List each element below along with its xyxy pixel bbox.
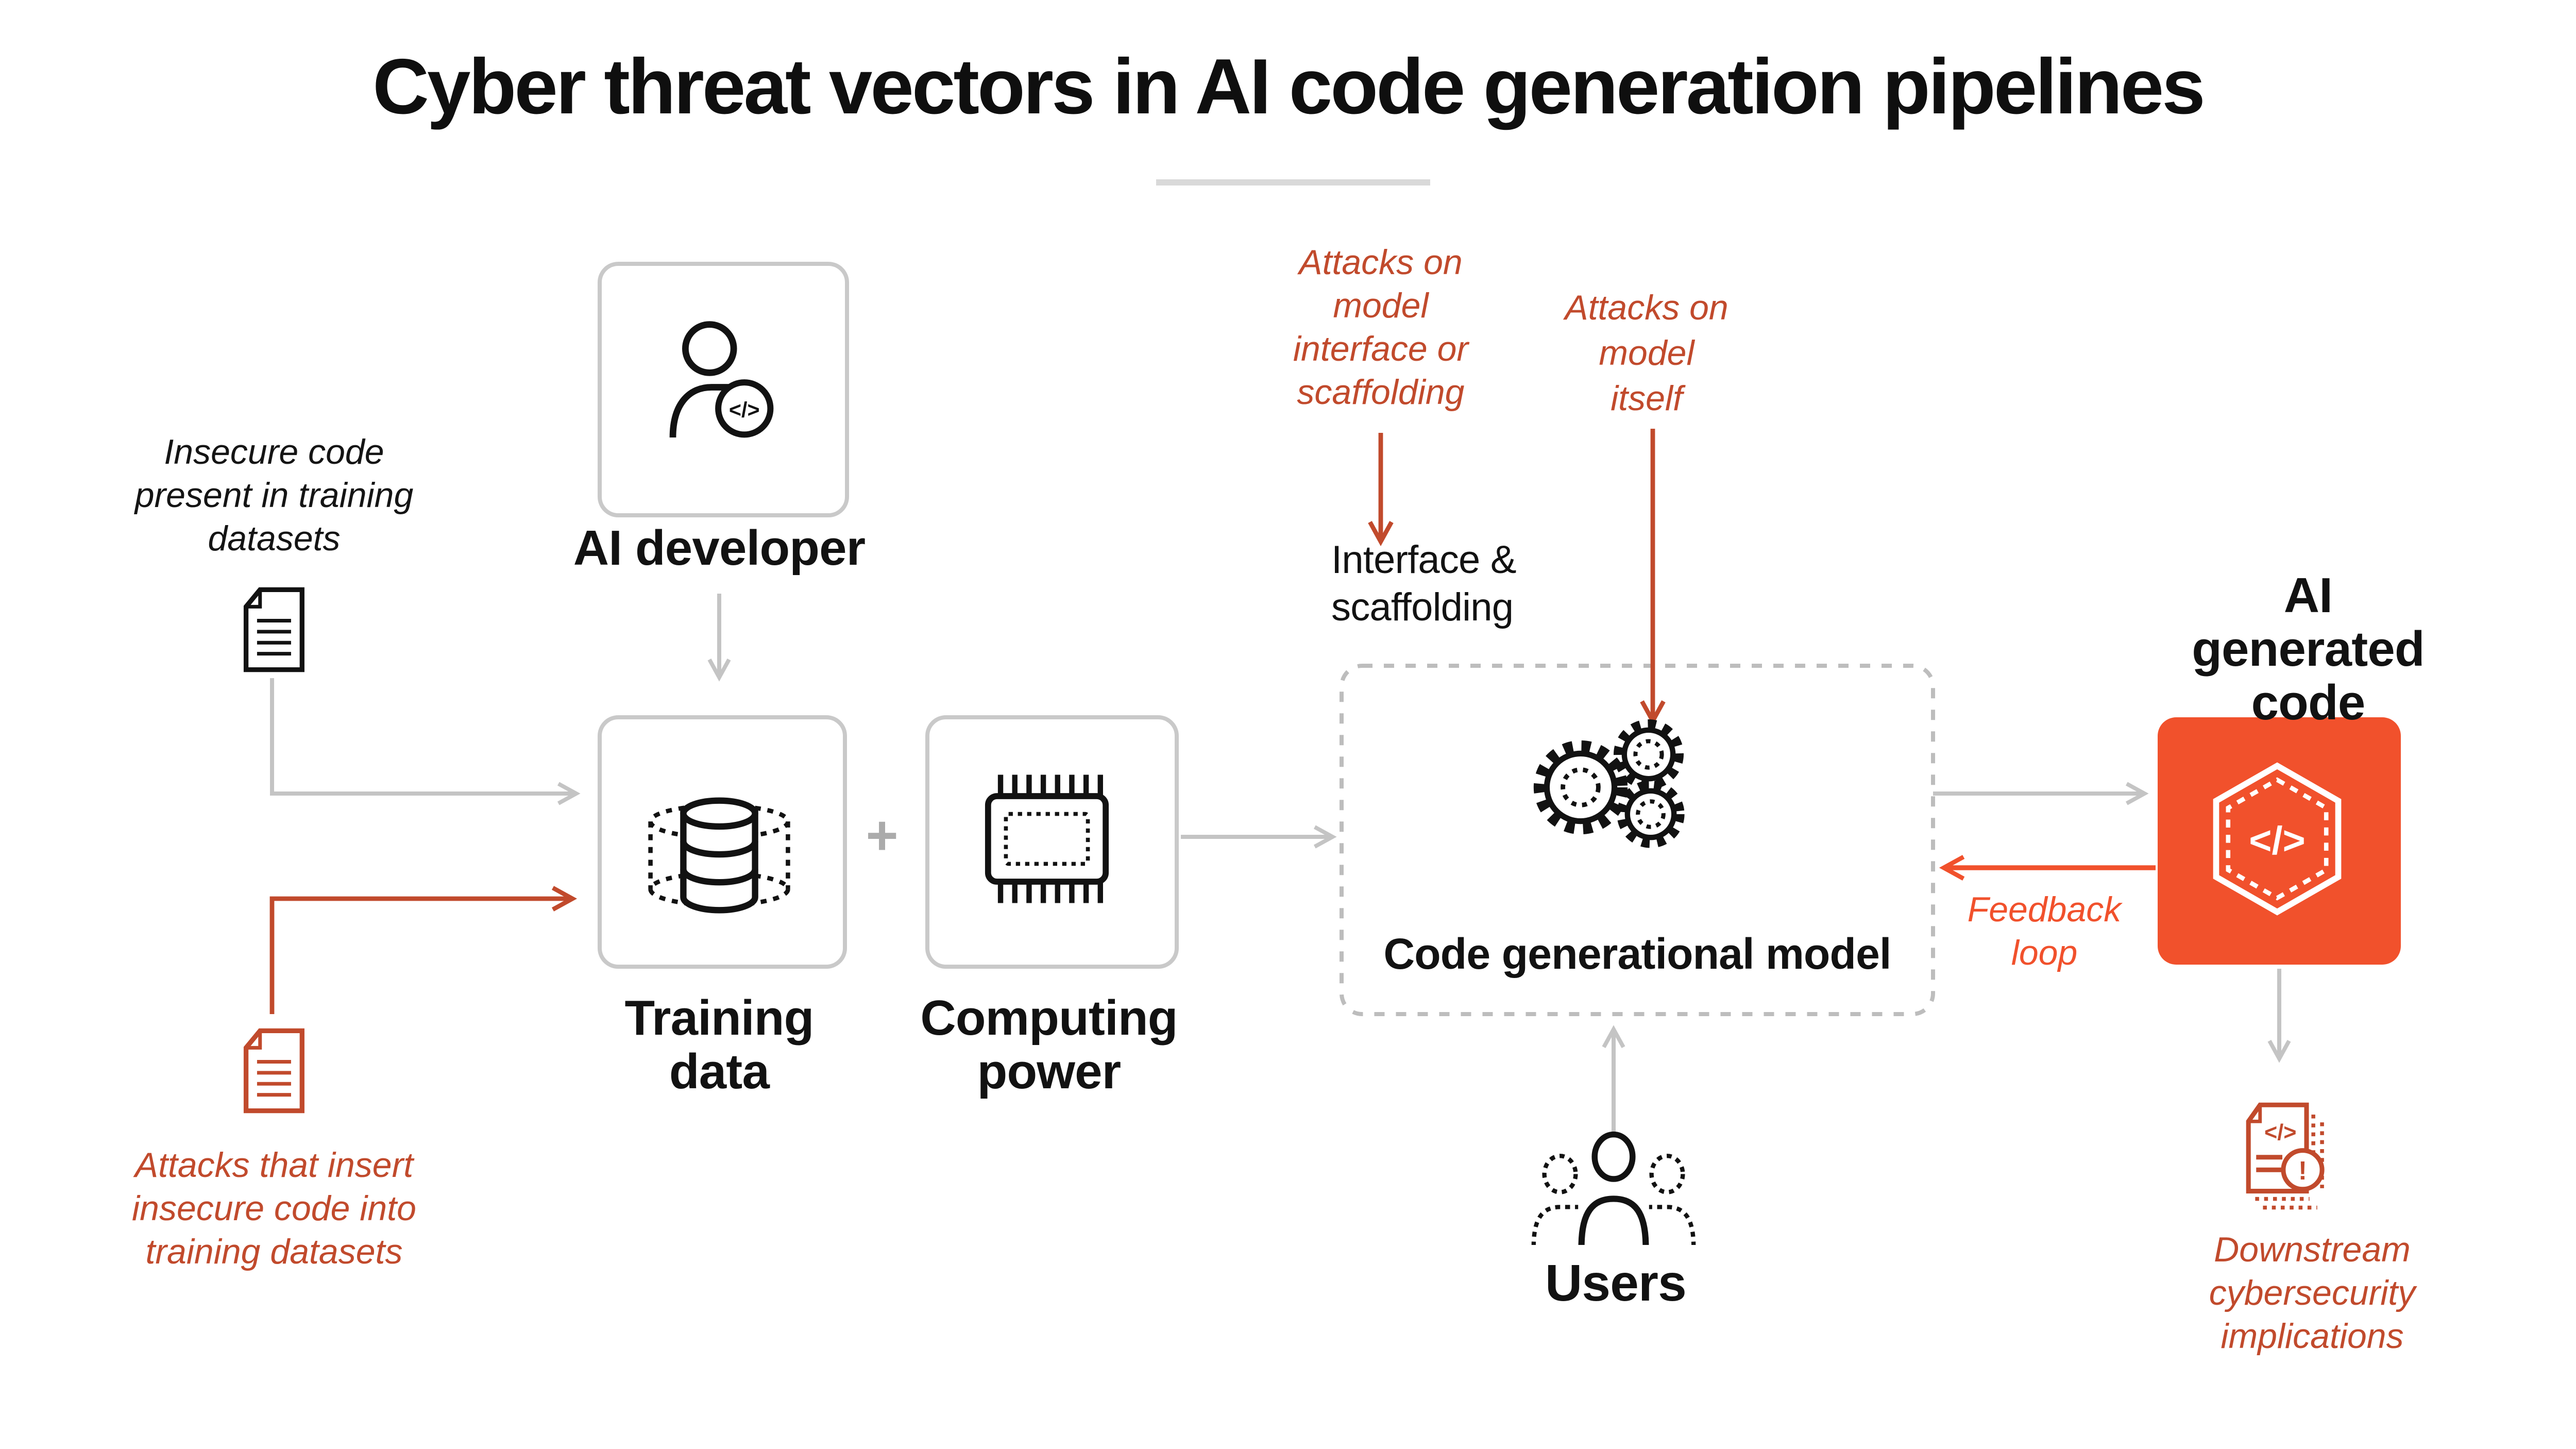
attack-document-icon bbox=[243, 1028, 304, 1114]
database-icon bbox=[648, 797, 790, 914]
label-users: Users bbox=[1545, 1255, 1687, 1313]
annotation-attacks-insert: Attacks that insert insecure code into t… bbox=[132, 1146, 416, 1272]
label-interface-scaffolding: Interface & scaffolding bbox=[1331, 540, 1517, 630]
page-title: Cyber threat vectors in AI code generati… bbox=[372, 45, 2206, 132]
code-glyph: </> bbox=[729, 398, 760, 422]
gears-icon bbox=[1533, 719, 1685, 848]
annotation-downstream: Downstream cybersecurity implications bbox=[2209, 1231, 2416, 1356]
arrow-attack-doc-to-training bbox=[269, 886, 578, 1014]
users-icon bbox=[1531, 1131, 1696, 1245]
label-computing-power: Computing power bbox=[920, 991, 1178, 1101]
document-icon bbox=[243, 587, 304, 672]
code-hexagon-icon: </> bbox=[2213, 762, 2342, 916]
label-ai-generated-code: AI generated code bbox=[2192, 569, 2425, 732]
insecure-code-warning-icon: </> ! bbox=[2246, 1102, 2325, 1210]
plus-sign: + bbox=[866, 805, 899, 867]
warning-glyph: ! bbox=[2298, 1156, 2307, 1185]
arrow-insecure-doc-to-training bbox=[270, 678, 581, 805]
code-model-dashed-box bbox=[1340, 664, 1935, 1016]
annotation-feedback-loop: Feedback loop bbox=[1967, 890, 2122, 973]
developer-person-code-icon: </> bbox=[669, 321, 774, 438]
chip-icon bbox=[985, 774, 1109, 903]
label-training-data: Training data bbox=[624, 991, 815, 1101]
annotation-attacks-interface: Attacks on model interface or scaffoldin… bbox=[1293, 243, 1469, 412]
code-glyph: </> bbox=[2264, 1120, 2297, 1145]
annotation-insecure-code: Insecure code present in training datase… bbox=[134, 433, 414, 559]
annotation-attacks-model: Attacks on model itself bbox=[1565, 289, 1728, 418]
ai-generated-code-box bbox=[2158, 717, 2401, 965]
label-ai-developer: AI developer bbox=[573, 521, 866, 577]
code-glyph: </> bbox=[2249, 819, 2306, 863]
label-code-generational-model: Code generational model bbox=[1383, 932, 1891, 979]
title-divider bbox=[1156, 179, 1430, 186]
